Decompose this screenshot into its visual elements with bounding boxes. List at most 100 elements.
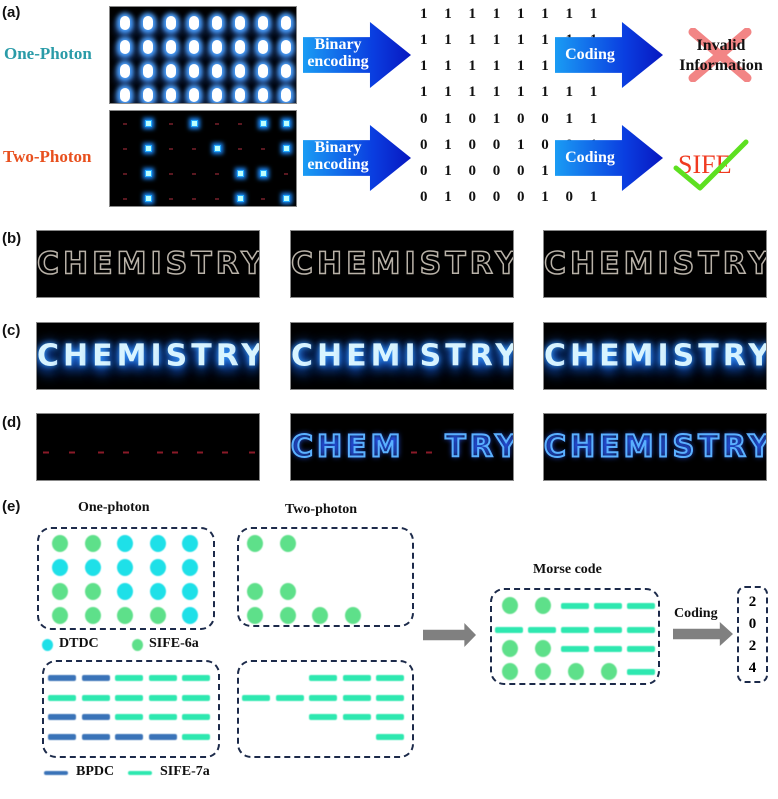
faint-red-spot — [169, 123, 173, 125]
letter: S — [166, 430, 192, 465]
letter: I — [150, 338, 166, 374]
dash-T — [376, 675, 404, 681]
arrow-text: Binary — [314, 139, 362, 156]
one-photon-array-image — [109, 6, 297, 104]
glow-spot — [235, 64, 245, 78]
dot-D — [117, 535, 133, 552]
glow-spot — [166, 88, 176, 102]
dot-S — [312, 607, 328, 624]
glow-spot — [189, 16, 199, 30]
chemistry-word: CHEMISTRY — [291, 246, 513, 283]
dash-B — [148, 733, 177, 740]
glow-spot — [120, 40, 130, 54]
morse-dash — [528, 627, 556, 633]
letter: R — [722, 246, 749, 283]
dash-T — [242, 694, 270, 701]
result-text: Invalid — [696, 37, 746, 54]
letter: I — [657, 338, 673, 374]
dot-D — [117, 583, 133, 600]
dot-S — [52, 535, 68, 552]
dash-T — [376, 694, 404, 701]
letter: R — [722, 429, 749, 466]
letter: R — [469, 429, 496, 466]
letter: T — [191, 338, 216, 374]
dash-T — [148, 694, 177, 701]
dot-S — [52, 607, 68, 624]
letter: E — [91, 246, 117, 283]
letter: T — [191, 430, 215, 465]
dash-B — [81, 675, 110, 681]
chemistry-photo-c-2: CHEMISTRY — [290, 322, 514, 390]
chemistry-photo-b-1: CHEMISTRY — [36, 230, 260, 298]
glow-spot — [189, 64, 199, 78]
letter: M — [370, 338, 405, 374]
letter: Y — [494, 246, 513, 283]
dash-T — [182, 714, 210, 720]
faint-red-spot — [123, 198, 127, 200]
letter: E — [345, 246, 371, 283]
dot-D — [182, 535, 198, 552]
dot-D — [149, 583, 166, 600]
chemistry-word: CHEMISTRY — [37, 339, 259, 374]
faint-red-spot — [123, 123, 127, 125]
glow-spot — [189, 40, 199, 54]
dot-S — [52, 583, 68, 600]
chemistry-word: CHEMISTRY — [37, 430, 259, 465]
dash-T — [148, 714, 177, 720]
glow-spot — [212, 64, 222, 78]
glow-spot — [166, 64, 176, 78]
letter: T — [191, 246, 216, 283]
blue-emission-spot — [283, 195, 290, 202]
letter: H — [63, 338, 93, 374]
glow-spot — [258, 40, 268, 54]
dot-S — [149, 607, 166, 624]
chemistry-word: CHEMISTRY — [291, 429, 513, 466]
panel-label-c: (c) — [2, 322, 21, 339]
letter: I — [151, 430, 166, 465]
letter: M — [623, 246, 658, 283]
letter: I — [404, 338, 420, 374]
faint-red-spot — [192, 198, 196, 200]
letter: C — [291, 429, 318, 466]
decoded-digit: 4 — [748, 660, 757, 676]
letter: I — [405, 430, 420, 465]
dash-T — [309, 675, 337, 681]
dash-T — [115, 694, 143, 701]
binary-row: 1 1 1 1 1 1 1 1 — [420, 6, 604, 22]
letter: H — [63, 430, 92, 465]
dot-D — [52, 559, 68, 576]
letter: S — [672, 246, 699, 283]
chemistry-photo-b-3: CHEMISTRY — [543, 230, 767, 298]
letter: M — [370, 246, 405, 283]
letter: Y — [240, 246, 259, 283]
binary-row: 0 1 0 0 1 0 0 1 — [420, 137, 604, 153]
glow-spot — [143, 16, 153, 30]
letter: E — [92, 430, 117, 465]
morse-dot — [502, 663, 518, 680]
decoded-number-box: 2 0 2 4 — [737, 586, 768, 683]
result-text: Information — [679, 57, 763, 74]
letter: E — [598, 429, 624, 466]
blue-emission-spot — [214, 145, 221, 152]
chemistry-word: CHEMISTRY — [291, 339, 513, 374]
glow-spot — [235, 88, 245, 102]
letter: Y — [241, 339, 259, 374]
morse-dot — [502, 640, 518, 657]
chemistry-photo-d-2: CHEMISTRY — [290, 413, 514, 481]
blue-emission-spot — [237, 195, 244, 202]
letter: H — [570, 338, 600, 374]
two-photon-dots-box — [237, 527, 414, 627]
glow-spot — [235, 16, 245, 30]
dash-T — [182, 733, 210, 740]
faint-red-spot — [215, 198, 219, 200]
faint-red-spot — [123, 173, 127, 175]
letter: T — [698, 246, 723, 283]
glow-spot — [120, 16, 130, 30]
faint-red-spot — [261, 148, 265, 150]
morse-dash — [594, 627, 622, 633]
letter: C — [544, 429, 571, 466]
dash-B — [81, 733, 110, 740]
letter: E — [346, 338, 371, 374]
morse-dash — [627, 669, 655, 675]
